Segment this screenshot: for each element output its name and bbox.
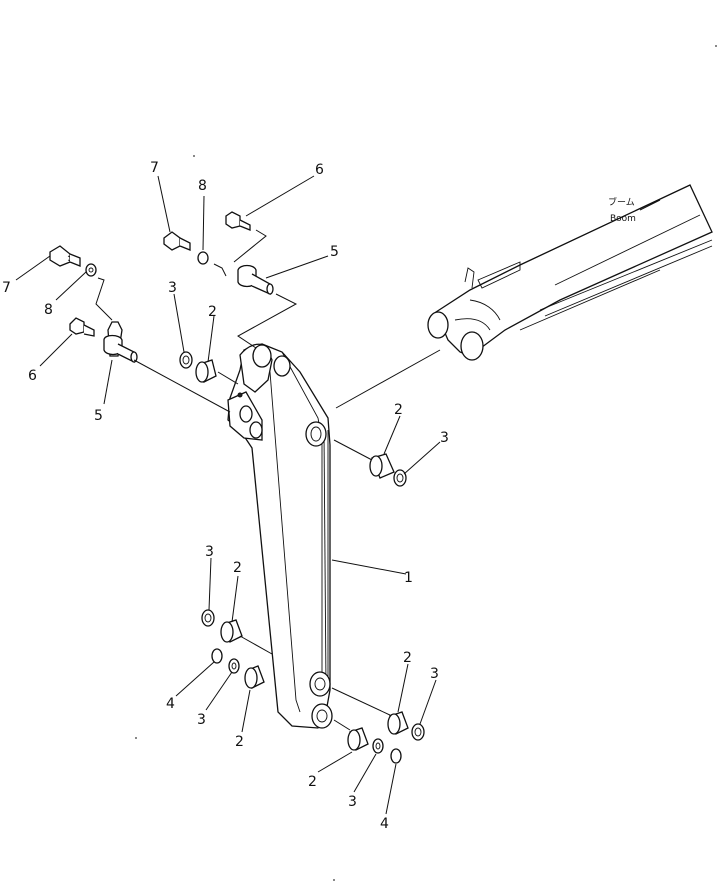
callout-labels: 1 2 2 2 2 2 2 3 3 3 3 3 3 4 4 5 5 6 6 7 …: [2, 160, 449, 832]
bushing-2-lower-left-a: [220, 619, 243, 643]
callout-3-lower-left-a: 3: [205, 544, 214, 560]
seal-3-upper: [179, 351, 193, 369]
callout-3-lower-right-b: 3: [348, 794, 357, 810]
bushing-2-right: [369, 453, 395, 479]
callout-1: 1: [404, 570, 413, 586]
callout-2-lower-left-a: 2: [233, 560, 242, 576]
callout-5-center: 5: [330, 244, 339, 260]
callout-4-lower-left: 4: [166, 696, 175, 712]
bushing-2-lower-left-b: [244, 665, 265, 689]
callout-3-lower-left-b: 3: [197, 712, 206, 728]
callout-3-lower-right-a: 3: [430, 666, 439, 682]
callout-4-lower-right: 4: [380, 816, 389, 832]
callout-2-lower-right-a: 2: [403, 650, 412, 666]
seal-3-lower-left-b: [228, 658, 240, 674]
callout-7-center: 7: [150, 160, 159, 176]
callout-2-right: 2: [394, 402, 403, 418]
callout-6-left: 6: [28, 368, 37, 384]
callout-2-lower-left-b: 2: [235, 734, 244, 750]
callout-2-upper: 2: [208, 304, 217, 320]
washer-8-left: [85, 263, 97, 277]
bushing-2-upper: [195, 359, 217, 383]
bolt-7-left: [49, 245, 81, 267]
callout-2-lower-right-b: 2: [308, 774, 317, 790]
callout-7-left: 7: [2, 280, 11, 296]
pin-5-center: [237, 264, 274, 296]
callout-6-center: 6: [315, 162, 324, 178]
ring-4-lower-left: [211, 648, 223, 664]
callout-8-center: 8: [198, 178, 207, 194]
arm-drawing: [227, 343, 333, 729]
callout-3-upper: 3: [168, 280, 177, 296]
seal-3-lower-right-a: [411, 723, 425, 741]
grease-fitting-6-center: [225, 211, 251, 231]
pin-5-left: [103, 321, 138, 364]
seal-3-lower-right-b: [372, 738, 384, 754]
callout-5-left: 5: [94, 408, 103, 424]
leader-lines: [15, 175, 441, 815]
seal-3-right: [393, 469, 407, 487]
bushing-2-lower-right-b: [347, 727, 369, 751]
grease-fitting-6-left: [69, 317, 95, 337]
boom-label-jp: ブーム: [608, 196, 635, 208]
bushing-2-lower-right-a: [387, 711, 409, 735]
callout-8-left: 8: [44, 302, 53, 318]
boom-drawing: [427, 184, 713, 361]
ring-4-lower-right: [390, 748, 402, 764]
washer-8-center: [197, 251, 209, 265]
boom-label-en: Boom: [610, 214, 636, 224]
callout-3-right: 3: [440, 430, 449, 446]
bolt-7-center: [163, 231, 191, 251]
seal-3-lower-left-a: [201, 609, 215, 627]
